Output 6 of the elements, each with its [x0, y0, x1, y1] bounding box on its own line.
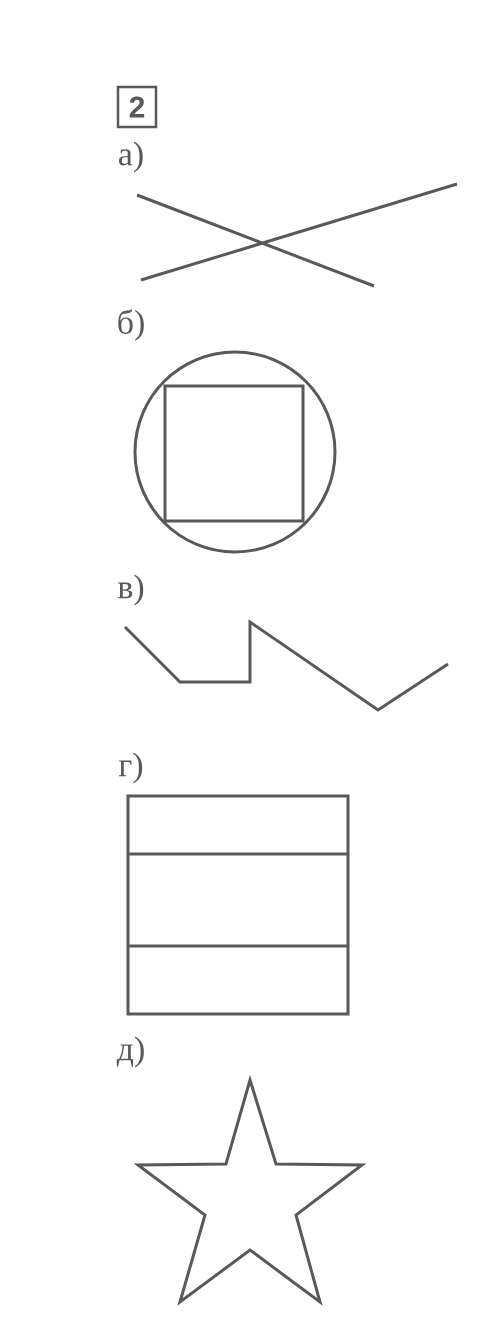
- task-number: 2: [116, 85, 158, 129]
- figure-label: г): [119, 752, 143, 784]
- figure-label: д): [116, 1036, 144, 1068]
- figure-label: б): [118, 309, 144, 341]
- figure-label: а): [119, 141, 143, 173]
- figure-label: в): [117, 574, 144, 606]
